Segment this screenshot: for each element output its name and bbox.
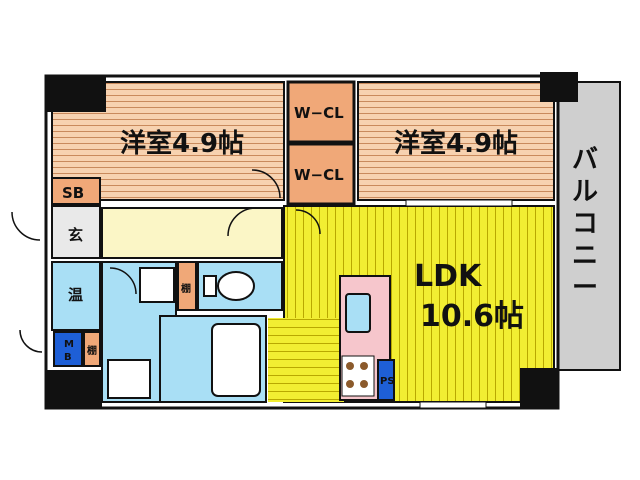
label-water-heater: 温 — [68, 286, 83, 304]
label-pipe-space: PS — [380, 376, 395, 387]
door-swing — [19, 329, 43, 353]
toilet-tank — [203, 275, 217, 297]
closet-top — [286, 80, 356, 144]
label-shelf-middle: 棚 — [181, 282, 191, 295]
column — [46, 76, 106, 112]
shelf-left — [83, 331, 101, 367]
label-wcl-bottom: W−CL — [294, 166, 344, 184]
label-balcony: ル — [572, 177, 598, 207]
door-swing — [251, 169, 281, 199]
toilet-bowl — [217, 271, 255, 301]
window — [419, 401, 487, 409]
closet-bottom — [286, 142, 356, 206]
pipe-space — [377, 359, 395, 401]
door-swing — [295, 209, 321, 235]
door-swing — [227, 207, 257, 237]
label-balcony: バ — [572, 145, 598, 175]
stove-burner — [346, 380, 354, 388]
label-shoebox: SB — [62, 184, 84, 202]
stove-burner — [346, 362, 354, 370]
hallway — [101, 207, 283, 259]
label-shelf-left: 棚 — [87, 344, 97, 357]
water-heater-closet — [51, 261, 101, 331]
stove-burner — [360, 362, 368, 370]
stove — [341, 355, 375, 397]
door-swing — [11, 211, 41, 241]
window — [405, 199, 513, 207]
label-balcony: コ — [572, 209, 598, 239]
entrance — [51, 205, 101, 259]
label-meter-box-2: B — [64, 352, 72, 363]
label-entrance: 玄 — [68, 226, 83, 244]
shoebox — [51, 177, 101, 205]
label-ldk-name: LDK — [414, 259, 483, 294]
stove-burner — [360, 380, 368, 388]
label-ldk-size: 10.6帖 — [420, 299, 524, 334]
label-western-left: 洋室4.9帖 — [120, 128, 244, 159]
shelf-middle — [177, 261, 197, 311]
column — [46, 370, 102, 408]
washbasin — [139, 267, 175, 303]
meter-box — [53, 331, 83, 367]
washing-machine — [107, 359, 151, 399]
western-room-right — [357, 81, 555, 201]
label-wcl-top: W−CL — [294, 104, 344, 122]
column — [540, 72, 578, 102]
label-balcony: ニ — [572, 241, 598, 271]
column — [520, 368, 558, 408]
bathtub — [211, 323, 261, 397]
kitchen-sink — [345, 293, 371, 333]
ldk-lower-area — [268, 318, 344, 402]
label-meter-box-1: M — [64, 339, 74, 350]
door-swing — [109, 267, 137, 295]
label-western-right: 洋室4.9帖 — [394, 128, 518, 159]
balcony — [555, 81, 621, 371]
label-balcony: ー — [572, 273, 598, 303]
